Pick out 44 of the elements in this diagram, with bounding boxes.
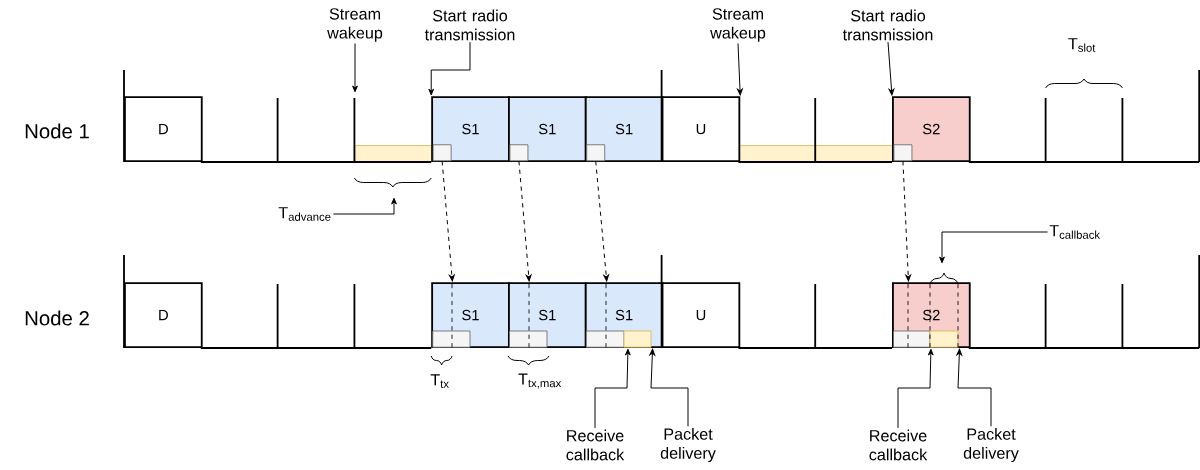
row-label: Node 1 — [25, 123, 89, 139]
arrow — [737, 43, 743, 96]
annotation-label: Receive callback — [869, 429, 928, 461]
slot-box: S1 — [584, 96, 664, 162]
tx-marker — [586, 144, 606, 162]
time-label: T$_{slot}$ — [1068, 38, 1096, 52]
leader-line — [939, 231, 1049, 264]
slot-box: S1 — [431, 96, 510, 162]
annotation-label: Packet delivery — [660, 428, 716, 463]
annotation-label: Stream wakeup — [710, 8, 766, 42]
leader-line — [332, 197, 397, 215]
dashed-arrow — [518, 160, 532, 282]
arrow — [897, 348, 934, 429]
tx-marker — [893, 144, 913, 162]
dashed-arrow — [902, 160, 912, 282]
annotation-label: Start radio transmission — [424, 9, 515, 41]
slot-box: S1 — [508, 96, 587, 162]
slot-box: U — [661, 96, 741, 162]
advance-bar — [738, 145, 817, 162]
arrow — [956, 348, 992, 427]
row-label: Node 2 — [25, 310, 89, 326]
time-label: T$_{tx}$ — [430, 374, 449, 388]
time-label: T$_{tx,max}$ — [518, 373, 562, 389]
annotation-label: T$_{callback}$ — [1049, 225, 1101, 239]
arrow — [594, 348, 631, 429]
dashed-arrow — [441, 160, 455, 282]
slot-box: S2 — [892, 96, 971, 162]
tx-marker — [509, 144, 529, 162]
arrow — [649, 348, 689, 427]
annotation-label: Packet delivery — [963, 428, 1019, 463]
arrow — [428, 41, 471, 96]
arrow — [887, 41, 895, 96]
slot-box: U — [661, 282, 741, 348]
tx-marker — [432, 144, 452, 162]
annotation-label: Start radio transmission — [842, 9, 933, 41]
advance-bar — [815, 145, 893, 162]
dashed-arrow — [595, 160, 610, 282]
advance-bar — [354, 145, 433, 162]
annotation-label: T$_{advance}$ — [278, 207, 331, 221]
annotation-label: Stream wakeup — [327, 8, 383, 42]
annotation-label: Receive callback — [566, 429, 625, 461]
leader-line — [352, 43, 358, 93]
slot-box: D — [124, 282, 203, 348]
slot-box: D — [124, 96, 203, 162]
